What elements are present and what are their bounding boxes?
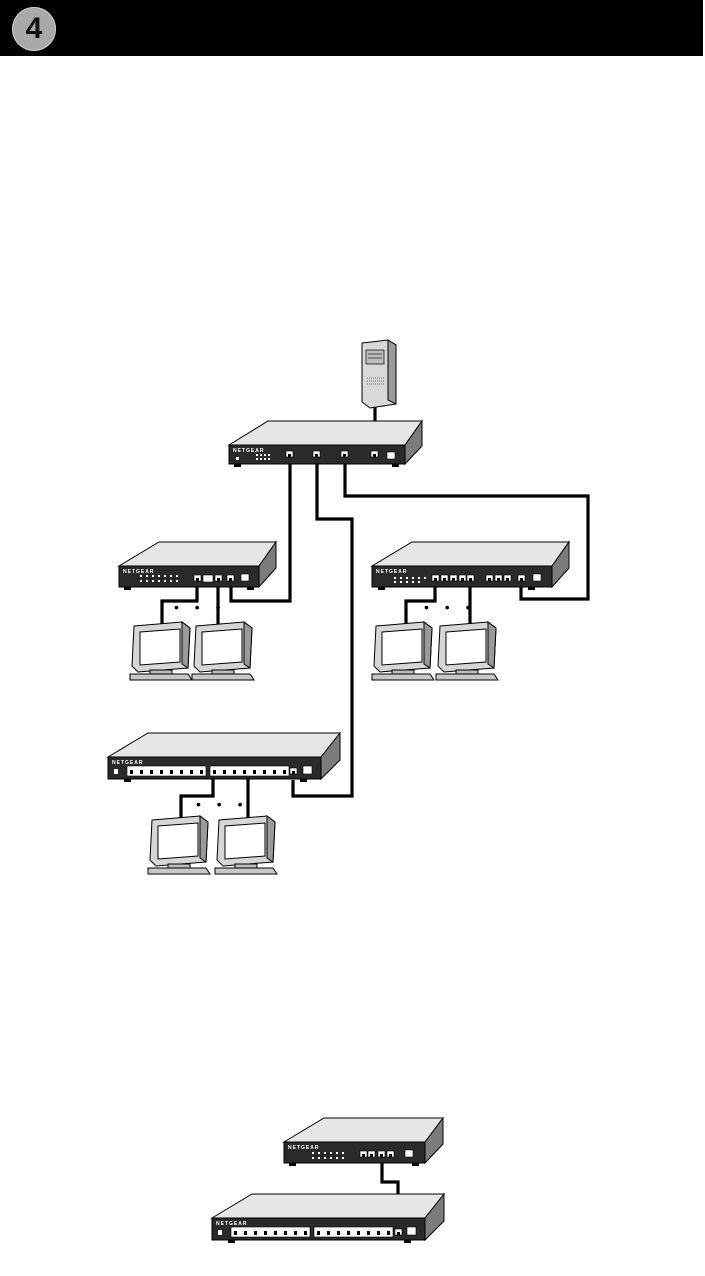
right-ellipsis: • • • bbox=[424, 599, 476, 615]
right-switch: NETGEAR bbox=[370, 540, 570, 590]
stack-upper-brand: NETGEAR bbox=[288, 1145, 319, 1151]
core-port-3 bbox=[340, 450, 349, 458]
right-port-2 bbox=[440, 574, 449, 582]
network-cables bbox=[160, 404, 590, 1234]
right-port-6 bbox=[485, 574, 494, 582]
right-port-1 bbox=[431, 574, 440, 582]
stack-upper-port-3 bbox=[377, 1150, 386, 1158]
right-port-9 bbox=[517, 574, 526, 582]
left-port-1 bbox=[193, 574, 202, 582]
bottom-pc-2-icon bbox=[214, 815, 278, 875]
core-port-2 bbox=[312, 450, 321, 458]
right-pc-2-icon bbox=[435, 621, 499, 681]
bottom-ellipsis: • • • bbox=[196, 796, 248, 812]
header-bar: 4 bbox=[0, 0, 703, 56]
stack-lower-switch: NETGEAR bbox=[210, 1192, 446, 1243]
cable-core-bottom bbox=[291, 455, 354, 798]
stack-lower-uplink-port bbox=[394, 1228, 403, 1236]
right-port-5 bbox=[466, 574, 475, 582]
bottom-switch-brand: NETGEAR bbox=[112, 760, 143, 766]
stack-upper-port-2 bbox=[367, 1150, 376, 1158]
core-port-4 bbox=[370, 450, 379, 458]
right-pc-1-icon bbox=[371, 621, 435, 681]
cable-right-pc1 bbox=[404, 585, 437, 624]
bottom-pc-1-icon bbox=[147, 815, 211, 875]
bottom-switch: NETGEAR bbox=[106, 731, 342, 782]
left-switch: NETGEAR bbox=[117, 540, 277, 590]
right-port-3 bbox=[449, 574, 458, 582]
right-port-8 bbox=[503, 574, 512, 582]
core-switch: NETGEAR bbox=[227, 419, 423, 467]
left-port-3 bbox=[226, 574, 235, 582]
left-ellipsis: • • • bbox=[174, 599, 226, 615]
bottom-uplink-port bbox=[289, 767, 298, 775]
core-port-1 bbox=[285, 450, 294, 458]
cable-core-left bbox=[229, 455, 292, 603]
left-pc-1-icon bbox=[129, 621, 193, 681]
right-switch-brand: NETGEAR bbox=[376, 569, 407, 575]
core-switch-brand: NETGEAR bbox=[233, 448, 264, 454]
cable-left-pc1 bbox=[160, 586, 199, 624]
left-switch-brand: NETGEAR bbox=[123, 569, 154, 575]
step-badge: 4 bbox=[12, 7, 56, 51]
cable-bottom-pc1 bbox=[179, 778, 215, 818]
step-number: 4 bbox=[25, 12, 43, 45]
right-port-4 bbox=[458, 574, 467, 582]
left-port-2 bbox=[214, 574, 223, 582]
server-tower-icon bbox=[361, 339, 397, 409]
stack-upper-port-1 bbox=[359, 1150, 368, 1158]
stack-upper-switch: NETGEAR bbox=[282, 1116, 444, 1166]
stack-upper-port-4 bbox=[386, 1150, 395, 1158]
cable-core-right bbox=[343, 455, 590, 601]
right-port-7 bbox=[494, 574, 503, 582]
stack-lower-brand: NETGEAR bbox=[216, 1221, 247, 1227]
left-pc-2-icon bbox=[191, 621, 255, 681]
